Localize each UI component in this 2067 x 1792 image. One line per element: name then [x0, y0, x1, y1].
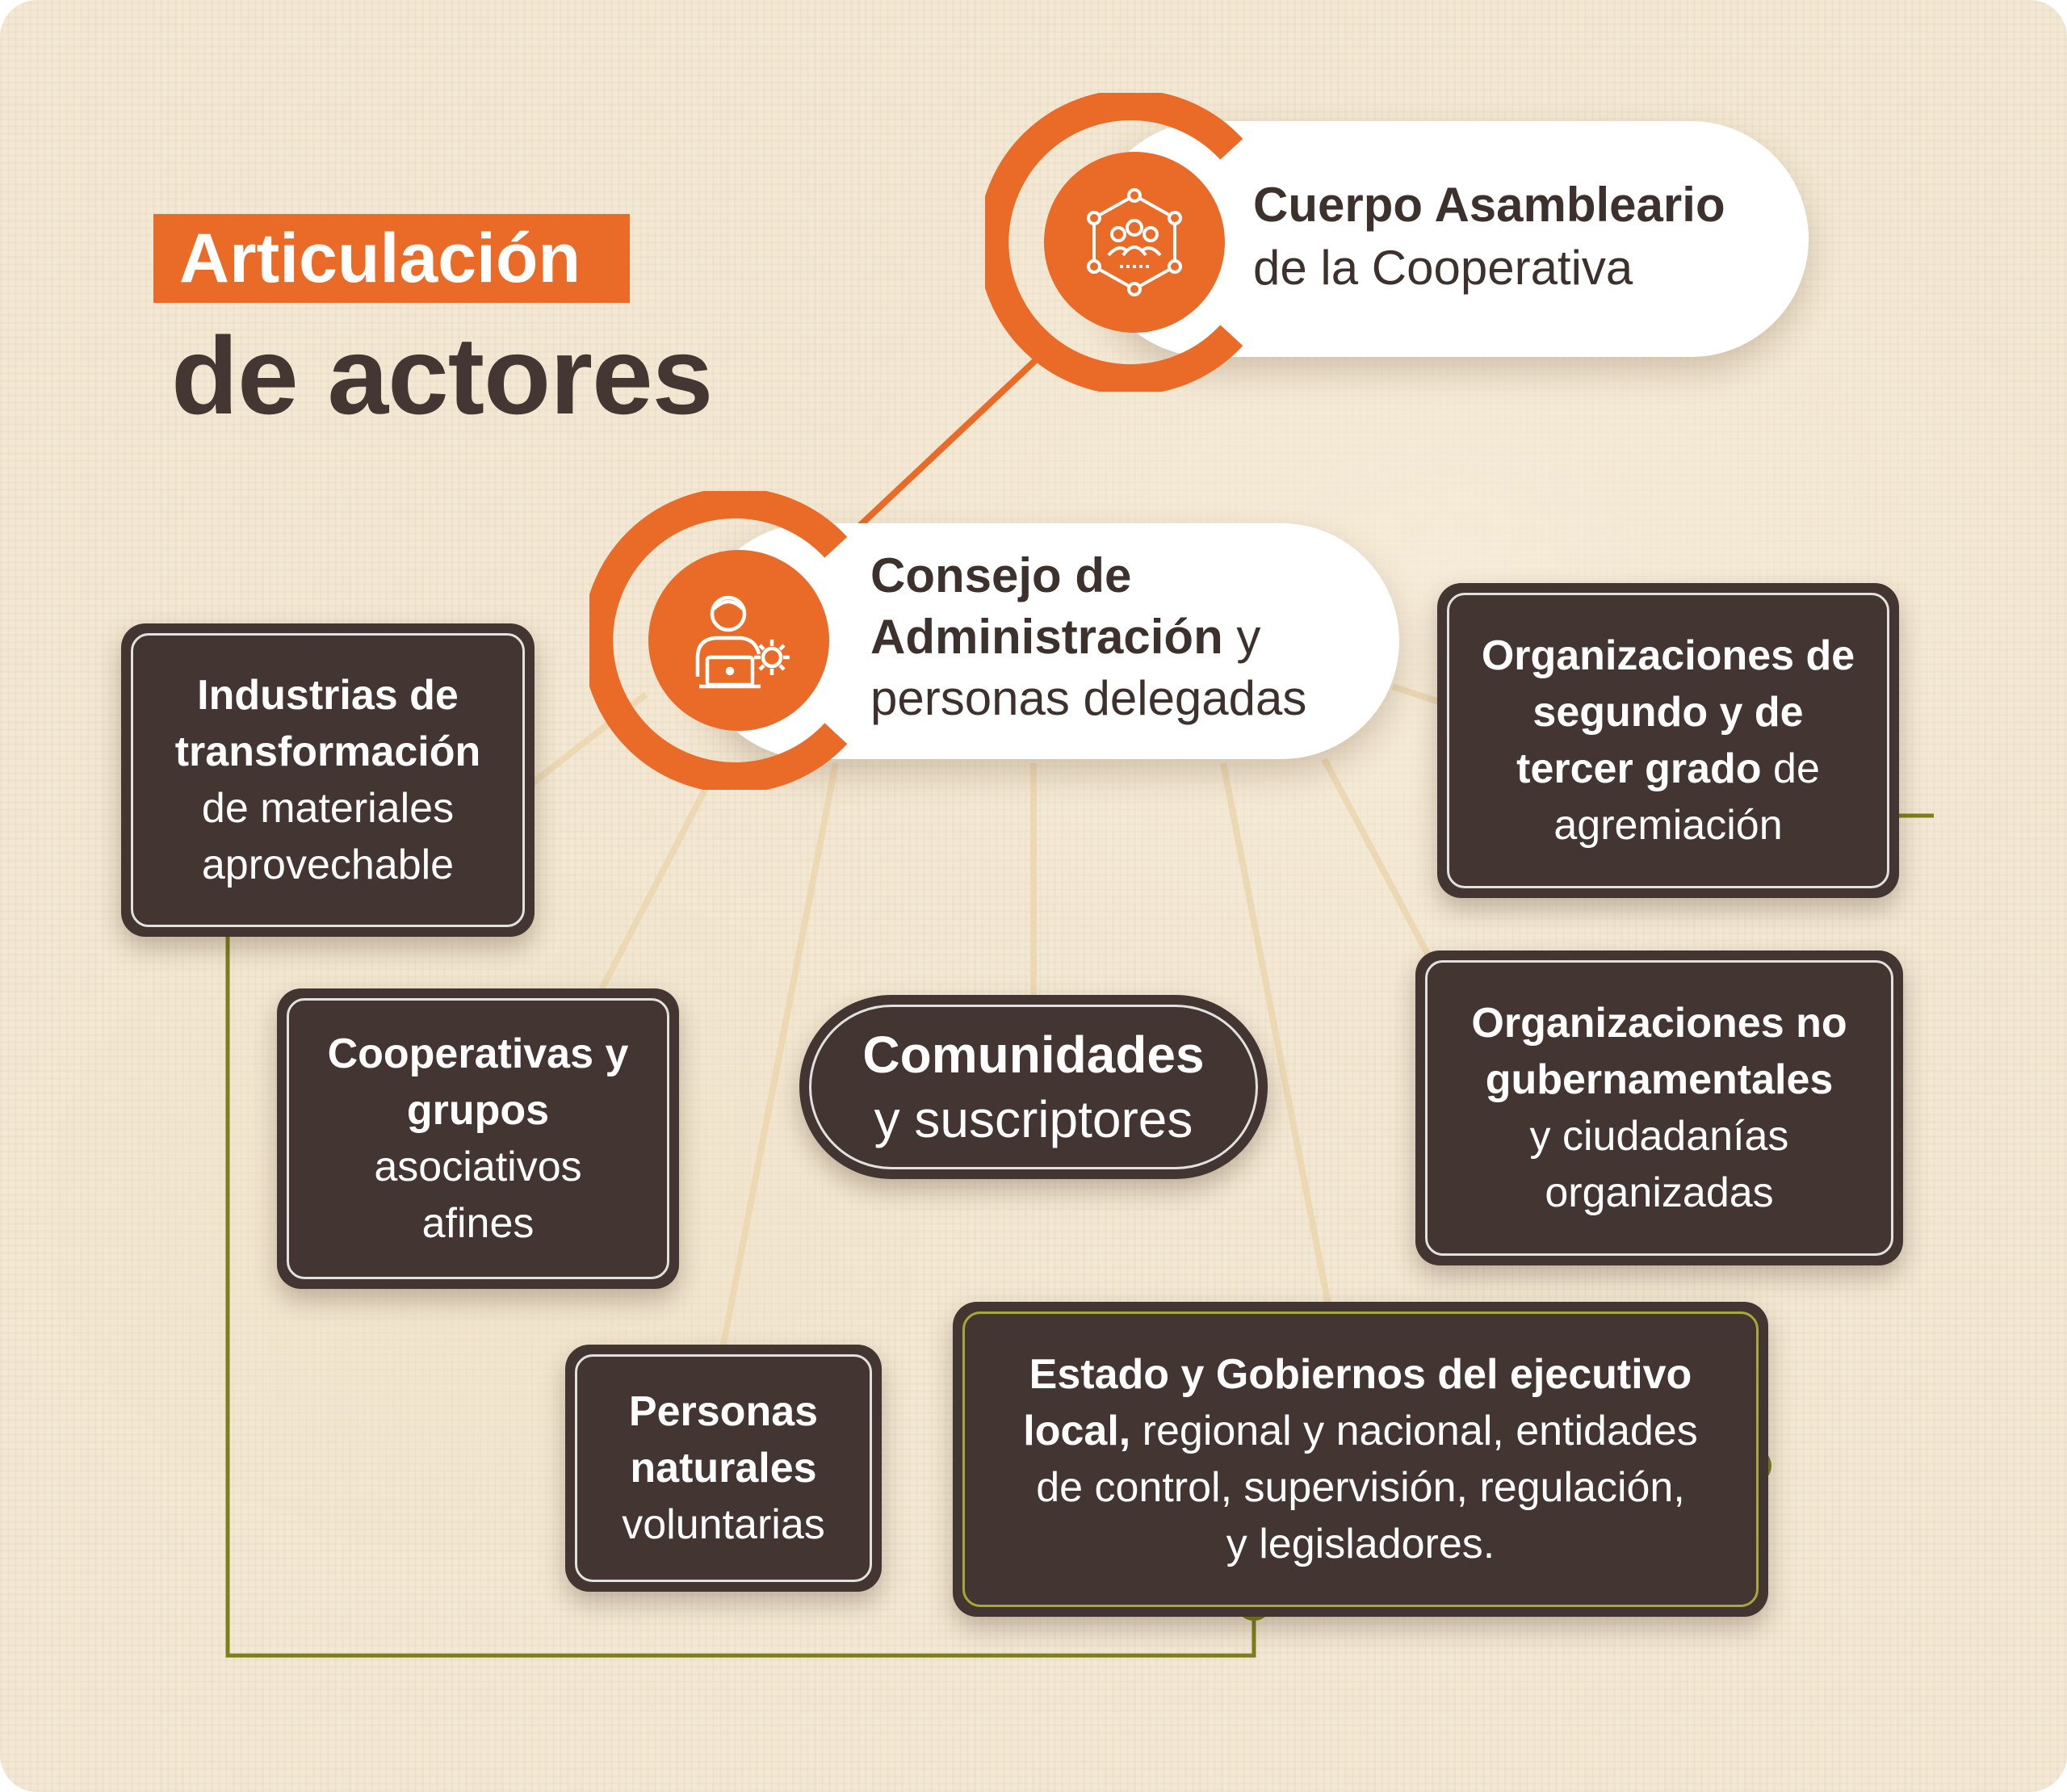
segundo-r4: agremiación	[1553, 802, 1783, 849]
comunidades-b1: Comunidades	[862, 1026, 1205, 1084]
estado-b2: local,	[1023, 1408, 1131, 1454]
network-people-icon	[1087, 188, 1182, 296]
spoke-ong	[1321, 758, 1432, 959]
industrias-b2: transformación	[174, 728, 481, 775]
estado-b1: Estado y Gobiernos del ejecutivo	[1029, 1351, 1692, 1398]
consejo-badge	[648, 550, 829, 731]
industrias-r2: aprovechable	[201, 841, 455, 888]
personas-b2: naturales	[630, 1445, 817, 1492]
box-cooperativas: Cooperativas y grupos asociativos afines	[277, 988, 679, 1289]
ong-b1: Organizaciones no	[1471, 1000, 1847, 1047]
personas-r1: voluntarias	[622, 1501, 825, 1548]
box-estado: Estado y Gobiernos del ejecutivo local, …	[953, 1302, 1768, 1617]
cooperativas-r2: afines	[421, 1200, 535, 1247]
consejo-subtitle: personas delegadas	[870, 671, 1307, 725]
segundo-r3: de	[1761, 745, 1820, 792]
personas-b1: Personas	[628, 1388, 819, 1435]
consejo-label: Consejo de Administración y personas del…	[870, 545, 1306, 729]
spoke-cooperativas	[598, 770, 718, 991]
cuerpo-badge-ring	[985, 93, 1243, 392]
consejo-title-1: Consejo de	[870, 548, 1132, 602]
industrias-r1: de materiales	[201, 785, 455, 832]
box-comunidades: Comunidades y suscriptores	[799, 995, 1268, 1179]
cooperativas-b2: y grupos	[406, 1030, 629, 1134]
consejo-title-2: Administración	[870, 610, 1223, 664]
cuerpo-badge	[1044, 152, 1225, 333]
segundo-b3: tercer grado	[1516, 745, 1762, 792]
spoke-segundo	[1391, 683, 1443, 706]
box-industrias: Industrias de transformación de material…	[121, 623, 535, 937]
box-segundo-grado: Organizaciones de segundo y de tercer gr…	[1437, 583, 1899, 898]
cuerpo-title: Cuerpo Asambleario	[1253, 178, 1725, 232]
page-title: de actores	[171, 314, 713, 437]
cuerpo-subtitle: de la Cooperativa	[1253, 241, 1633, 295]
person-laptop-gear-icon	[695, 595, 790, 689]
spoke-estado	[1220, 762, 1331, 1305]
estado-r2: regional y nacional, entidades	[1130, 1408, 1698, 1454]
segundo-b2: de segundo y de	[1532, 632, 1855, 736]
green-link-industrias	[225, 937, 1256, 1658]
spoke-personas	[719, 762, 839, 1349]
consejo-badge-ring	[589, 491, 848, 790]
segundo-b1: Organizaciones	[1481, 632, 1795, 679]
ong-r2: organizadas	[1545, 1169, 1774, 1216]
box-personas: Personas naturales voluntarias	[565, 1345, 882, 1592]
ong-r1: y ciudadanías	[1529, 1113, 1789, 1160]
ong-b2: gubernamentales	[1485, 1056, 1834, 1103]
cooperativas-b1: Cooperativas	[327, 1030, 594, 1077]
box-ong: Organizaciones no gubernamentales y ciud…	[1415, 951, 1903, 1265]
estado-r3: de control, supervisión, regulación,	[1036, 1464, 1685, 1511]
estado-r4: y legisladores.	[1226, 1521, 1495, 1567]
cooperativas-r1: asociativos	[374, 1144, 582, 1190]
comunidades-r1: y suscriptores	[874, 1090, 1193, 1148]
title-tag: Articulación	[153, 214, 630, 303]
industrias-b1: Industrias de	[197, 672, 459, 719]
consejo-y: y	[1222, 610, 1261, 664]
cuerpo-label: Cuerpo Asambleario de la Cooperativa	[1253, 174, 1725, 300]
